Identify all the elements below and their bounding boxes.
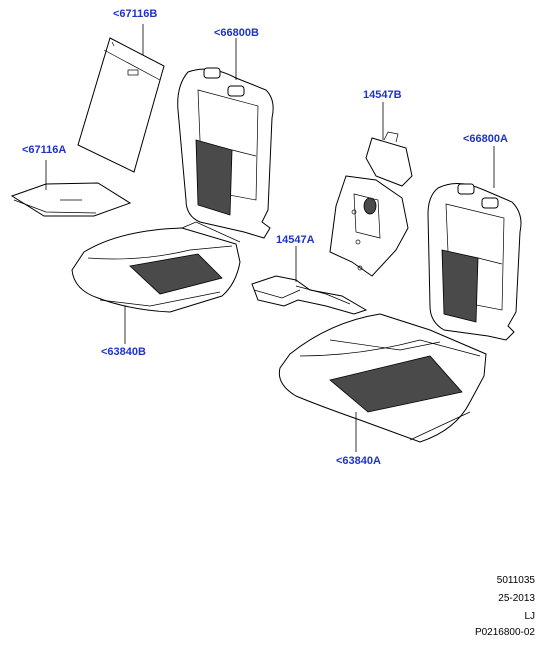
callout-66800A[interactable]: <66800A	[463, 133, 508, 145]
callout-14547A[interactable]: 14547A	[276, 234, 315, 246]
footer-date-code: 25-2013	[498, 593, 535, 604]
callout-14547B[interactable]: 14547B	[363, 89, 402, 101]
footer-illustration-number: P0216800-02	[474, 627, 535, 638]
part-14547B-mechanism-frame[interactable]	[329, 131, 413, 277]
footer-model-code: LJ	[524, 611, 535, 622]
callout-67116A[interactable]: <67116A	[22, 144, 67, 156]
callout-67116B[interactable]: <67116B	[113, 8, 158, 20]
callout-66800B[interactable]: <66800B	[214, 27, 259, 39]
part-63840A-cushion-cover[interactable]	[278, 313, 487, 443]
callout-63840A[interactable]: <63840A	[336, 455, 381, 467]
part-67116A-cushion-board[interactable]	[10, 182, 132, 217]
part-66800B-backrest-cover[interactable]	[177, 67, 274, 239]
footer-id: 5011035	[496, 575, 535, 586]
part-67116B-back-panel[interactable]	[77, 37, 165, 173]
callout-63840B[interactable]: <63840B	[101, 346, 146, 358]
part-63840B-cushion-cover[interactable]	[71, 221, 241, 313]
part-66800A-backrest-cover[interactable]	[427, 183, 522, 341]
part-14547A-control-module[interactable]	[251, 275, 368, 315]
